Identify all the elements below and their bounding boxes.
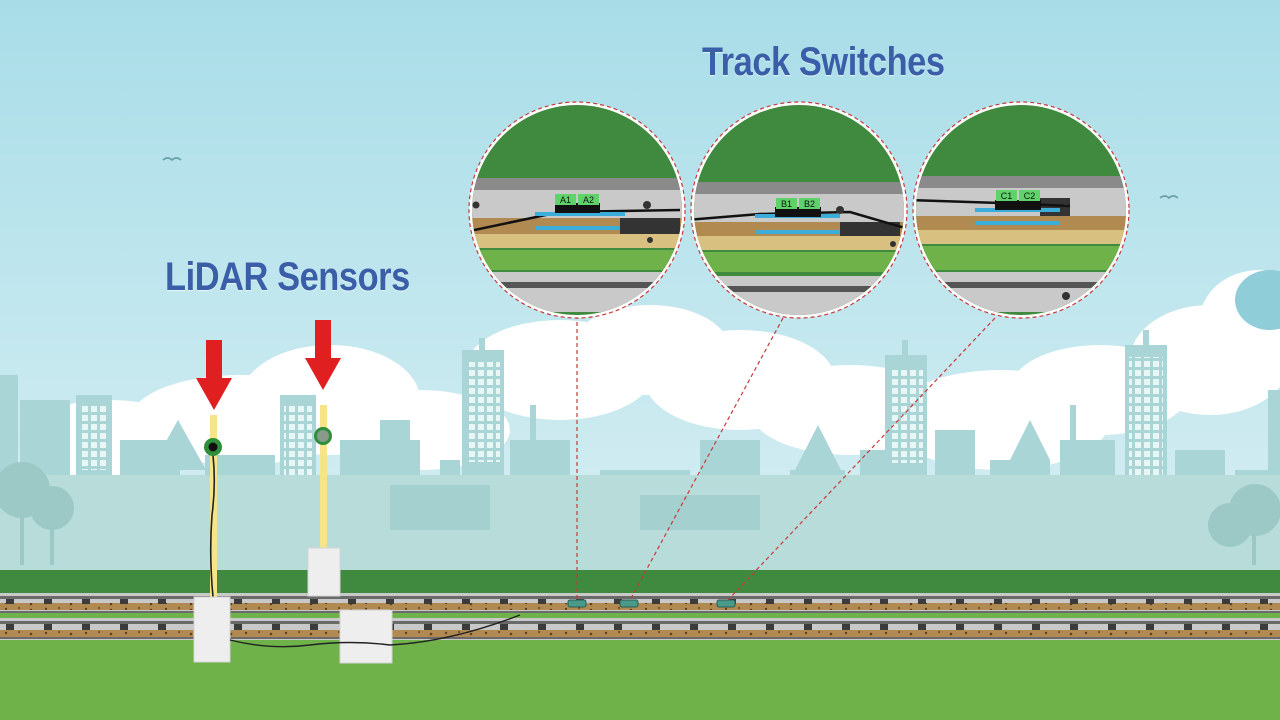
- switch-magnifier-a: [468, 101, 686, 319]
- arrow-down-icon: [305, 320, 341, 390]
- switch-label-text: A2: [583, 195, 594, 205]
- trees: [0, 462, 1280, 565]
- switch-label-text: A1: [560, 195, 571, 205]
- switch-label-c2: C2: [1019, 190, 1040, 201]
- railway-track-1: [0, 593, 1280, 613]
- switch-label-text: C2: [1024, 191, 1036, 201]
- switch-magnifier-c: [912, 101, 1130, 319]
- switch-label-b1: B1: [776, 198, 797, 209]
- track-switches-heading: Track Switches: [702, 40, 945, 84]
- railway-track-2: [0, 618, 1280, 640]
- bird-icon: [1159, 195, 1179, 200]
- switch-machine-b: [619, 599, 639, 608]
- switch-machine-c: [716, 599, 736, 608]
- callout-lines: [576, 315, 996, 601]
- switch-label-a2: A2: [578, 194, 599, 205]
- switch-machine-a: [567, 599, 587, 608]
- switch-label-text: B2: [804, 199, 815, 209]
- switch-label-c1: C1: [996, 190, 1017, 201]
- switch-label-text: B1: [781, 199, 792, 209]
- lidar-sensor-2: [307, 405, 393, 664]
- city-foreground: [0, 475, 1280, 575]
- sensor-cable: [229, 614, 521, 648]
- switch-label-a1: A1: [555, 194, 576, 205]
- arrow-down-icon: [196, 340, 232, 410]
- lidar-sensor-1: [193, 415, 231, 663]
- building-windows: [80, 357, 1163, 490]
- lidar-sensors-heading: LiDAR Sensors: [165, 255, 410, 299]
- switch-label-text: C1: [1001, 191, 1013, 201]
- switch-label-b2: B2: [799, 198, 820, 209]
- bird-icon: [162, 157, 182, 162]
